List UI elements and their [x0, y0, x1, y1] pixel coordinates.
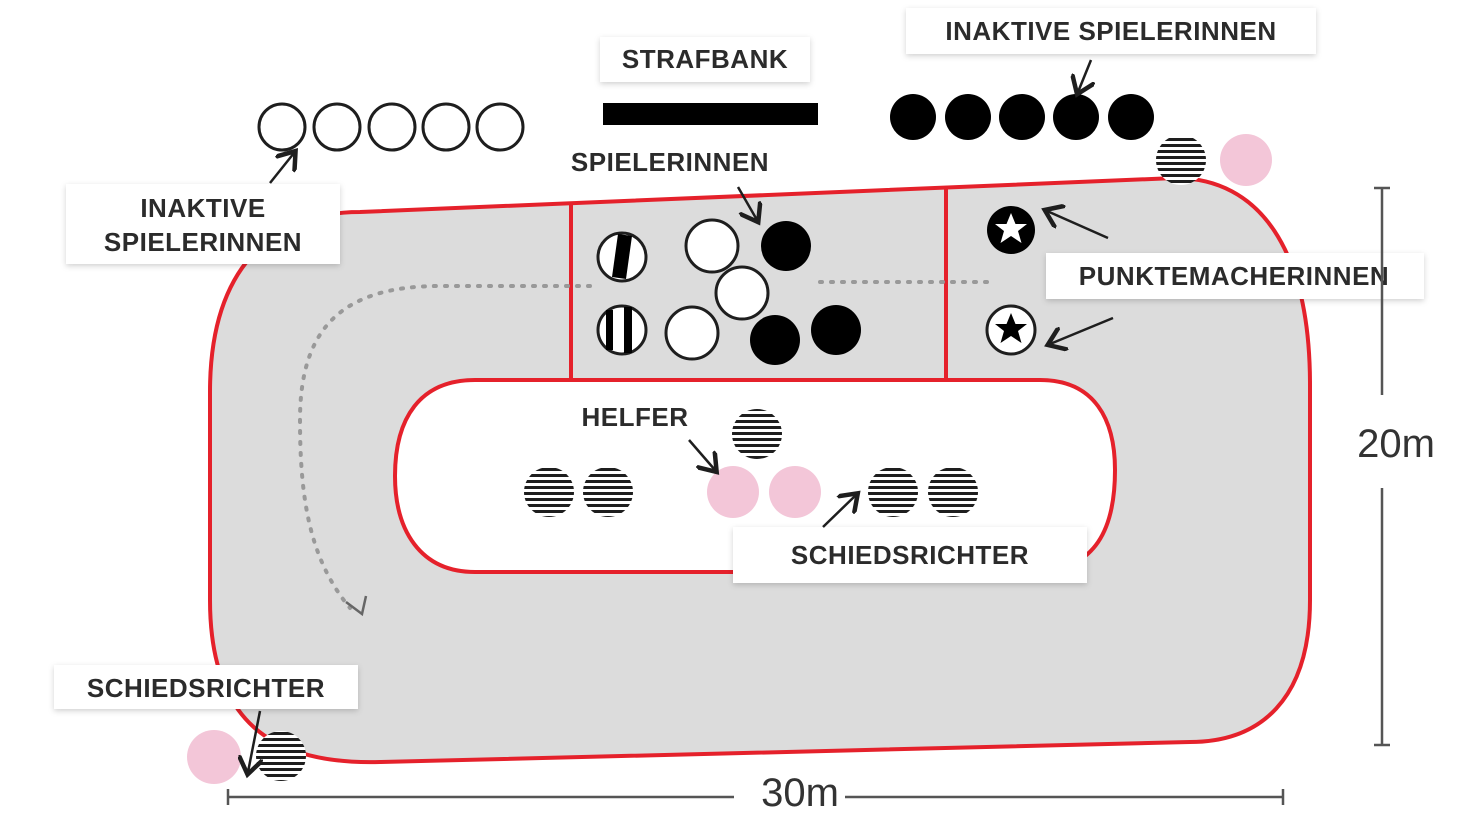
- white-player-icon: [421, 102, 471, 152]
- helper-icon: [769, 466, 821, 518]
- referee-icon: [524, 467, 574, 517]
- white-player-icon: [257, 102, 307, 152]
- inactive-players-right: [890, 94, 1154, 140]
- black-player-icon: [761, 221, 811, 271]
- arrow-icon: [1050, 316, 1114, 344]
- schiedsrichter-center-label: SCHIEDSRICHTER: [791, 540, 1029, 570]
- referee-icon: [583, 467, 633, 517]
- penalty-bench: [603, 103, 818, 125]
- label-box: [600, 37, 810, 82]
- white-player-icon: [475, 102, 525, 152]
- skating-direction-path: [297, 284, 592, 610]
- black-player-icon: [1053, 94, 1099, 140]
- white-player-icon: [684, 218, 740, 274]
- schiedsrichter-left-label: SCHIEDSRICHTER: [87, 673, 325, 703]
- label-box: [906, 8, 1316, 54]
- white-player-icon: [312, 102, 362, 152]
- label-box: [1046, 253, 1424, 299]
- referee-icon: [928, 467, 978, 517]
- arrow-icon: [248, 710, 260, 772]
- black-player-icon: [945, 94, 991, 140]
- width-dimension-label: 30m: [761, 771, 839, 815]
- referee-icon: [732, 409, 782, 459]
- infield-officials: [524, 409, 978, 518]
- arrow-icon: [1078, 59, 1091, 92]
- pointer-arrows: [248, 59, 1114, 772]
- helper-icon: [187, 730, 241, 784]
- spielerinnen-label: SPIELERINNEN: [571, 147, 769, 177]
- players-on-track: [596, 218, 861, 365]
- referee-icon: [1156, 135, 1206, 185]
- pivot-black-icon: [596, 231, 648, 283]
- strafbank-label: STRAFBANK: [622, 44, 788, 74]
- jammer-white-icon: [985, 304, 1037, 356]
- arrow-icon: [688, 439, 715, 470]
- white-player-icon: [367, 102, 417, 152]
- black-player-icon: [811, 305, 861, 355]
- arrow-icon: [1047, 211, 1109, 240]
- arrow-icon: [736, 186, 757, 220]
- black-player-icon: [1108, 94, 1154, 140]
- black-player-icon: [890, 94, 936, 140]
- inactive-players-left: [257, 102, 525, 152]
- black-player-icon: [750, 315, 800, 365]
- label-box: [733, 527, 1087, 583]
- white-player-icon: [664, 305, 720, 361]
- width-dimension: [226, 789, 1285, 805]
- punktemacherinnen-label: PUNKTEMACHERINNEN: [1079, 261, 1389, 291]
- helfer-label: HELFER: [582, 402, 689, 432]
- height-dimension-label: 20m: [1357, 422, 1435, 466]
- label-box: [54, 665, 358, 709]
- white-player-icon: [714, 265, 770, 321]
- inactive-players-left-label-line2: SPIELERINNEN: [104, 227, 302, 257]
- height-dimension: [1374, 186, 1390, 747]
- jammer-black-icon: [987, 206, 1035, 254]
- referee-icon: [868, 467, 918, 517]
- referee-icon: [256, 731, 306, 781]
- inactive-players-left-label-line1: INAKTIVE: [140, 193, 265, 223]
- skating-direction-arrowhead: [345, 595, 368, 617]
- arrow-icon: [269, 153, 294, 184]
- label-box: [66, 184, 340, 264]
- black-player-icon: [999, 94, 1045, 140]
- inactive-players-right-label: INAKTIVE SPIELERINNEN: [945, 16, 1276, 46]
- arrow-icon: [822, 495, 856, 528]
- pivot-white-icon: [596, 304, 648, 356]
- helper-icon: [1220, 134, 1272, 186]
- helper-icon: [707, 466, 759, 518]
